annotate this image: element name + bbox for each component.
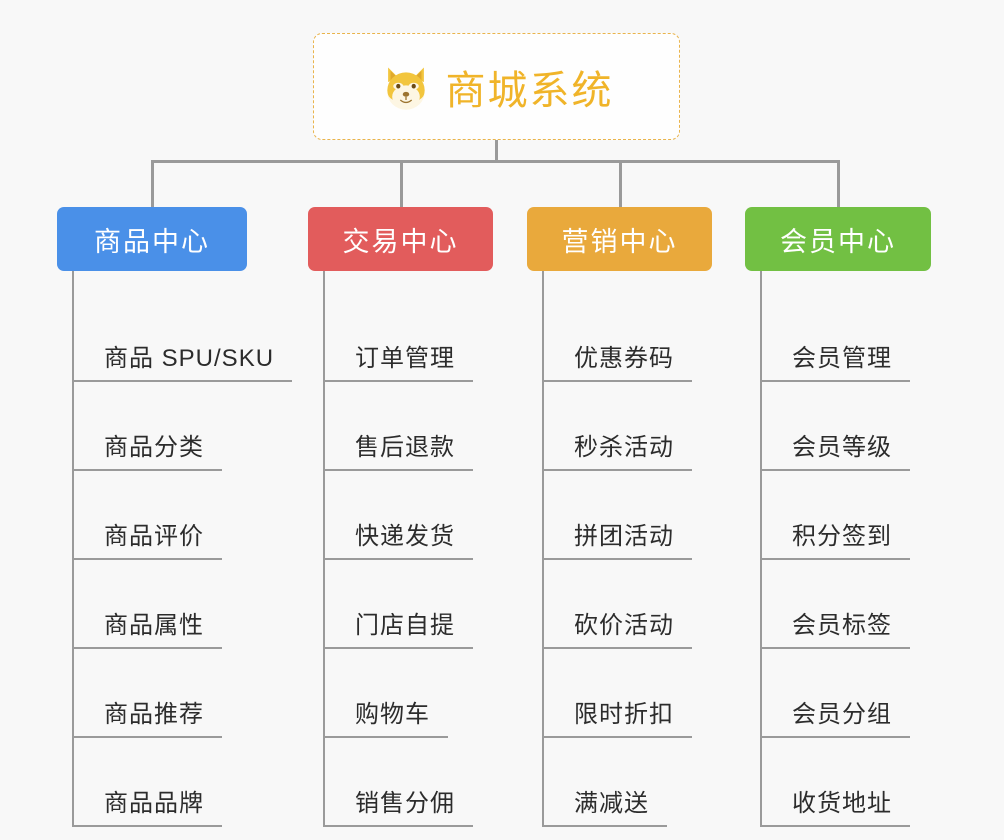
leaf-item[interactable]: 商品 SPU/SKU: [72, 293, 293, 382]
leaf-item[interactable]: 会员等级: [760, 382, 931, 471]
leaf-item[interactable]: 积分签到: [760, 471, 931, 560]
leaf-label: 商品分类: [104, 434, 204, 461]
connector-horizontal-bar: [152, 160, 840, 163]
leaf-label: 限时折扣: [574, 701, 674, 728]
leaf-item[interactable]: 商品评价: [72, 471, 247, 560]
leaf-label: 拼团活动: [574, 523, 674, 550]
branch-body-1: 商品 SPU/SKU 商品分类 商品评价 商品属性 商品推荐 商品品牌: [72, 271, 293, 827]
branch-header-label-2: 交易中心: [342, 226, 459, 257]
branch-body-4: 会员管理 会员等级 积分签到 会员标签 会员分组 收货地址: [760, 271, 931, 827]
leaf-item[interactable]: 会员管理: [760, 293, 931, 382]
connector-drop-3: [619, 160, 622, 208]
connector-root-stem: [495, 140, 498, 162]
branch-header-1[interactable]: 商品中心: [57, 207, 247, 271]
branch-header-4[interactable]: 会员中心: [745, 207, 931, 271]
leaf-item[interactable]: 商品分类: [72, 382, 247, 471]
leaf-item[interactable]: 商品属性: [72, 560, 247, 649]
connector-drop-4: [837, 160, 840, 208]
branch-body-2: 订单管理 售后退款 快递发货 门店自提 购物车 销售分佣: [323, 271, 493, 827]
branch-header-3[interactable]: 营销中心: [527, 207, 712, 271]
leaf-item[interactable]: 商品推荐: [72, 649, 247, 738]
leaf-label: 商品推荐: [104, 701, 204, 728]
leaf-item[interactable]: 商品品牌: [72, 738, 247, 827]
leaf-label: 会员标签: [792, 612, 892, 639]
leaf-item[interactable]: 拼团活动: [542, 471, 712, 560]
leaf-item[interactable]: 满减送: [542, 738, 712, 827]
leaf-label: 售后退款: [355, 434, 455, 461]
branch-header-label-1: 商品中心: [94, 226, 210, 257]
leaf-label: 满减送: [574, 790, 649, 817]
leaf-label: 购物车: [355, 701, 430, 728]
branch-header-2[interactable]: 交易中心: [308, 207, 493, 271]
leaf-label: 积分签到: [792, 523, 892, 550]
leaf-item[interactable]: 购物车: [323, 649, 493, 738]
leaf-item[interactable]: 会员分组: [760, 649, 931, 738]
leaf-item[interactable]: 快递发货: [323, 471, 493, 560]
branch-column-4: 会员中心 会员管理 会员等级 积分签到 会员标签 会员分组 收货地址: [745, 207, 931, 827]
leaf-label: 收货地址: [792, 790, 892, 817]
leaf-item[interactable]: 优惠券码: [542, 293, 712, 382]
leaf-item[interactable]: 限时折扣: [542, 649, 712, 738]
root-title: 商城系统: [445, 68, 614, 113]
leaf-label: 销售分佣: [355, 790, 455, 817]
leaf-item[interactable]: 订单管理: [323, 293, 493, 382]
branch-column-1: 商品中心 商品 SPU/SKU 商品分类 商品评价 商品属性 商品推荐 商品品牌: [57, 207, 293, 827]
leaf-label: 会员等级: [792, 434, 892, 461]
leaf-item[interactable]: 收货地址: [760, 738, 931, 827]
leaf-label: 门店自提: [355, 612, 455, 639]
leaf-label: 快递发货: [355, 523, 455, 550]
leaf-item[interactable]: 秒杀活动: [542, 382, 712, 471]
leaf-label: 会员分组: [792, 701, 892, 728]
leaf-label: 砍价活动: [574, 612, 674, 639]
connector-drop-2: [400, 160, 403, 208]
branch-column-3: 营销中心 优惠券码 秒杀活动 拼团活动 砍价活动 限时折扣 满减送: [527, 207, 712, 827]
leaf-item[interactable]: 售后退款: [323, 382, 493, 471]
leaf-label: 秒杀活动: [574, 434, 674, 461]
leaf-label: 优惠券码: [574, 345, 674, 372]
branch-body-3: 优惠券码 秒杀活动 拼团活动 砍价活动 限时折扣 满减送: [542, 271, 712, 827]
leaf-item[interactable]: 砍价活动: [542, 560, 712, 649]
root-node[interactable]: 商城系统: [313, 33, 680, 140]
leaf-label: 商品 SPU/SKU: [104, 345, 275, 372]
branch-header-label-4: 会员中心: [780, 226, 896, 257]
leaf-label: 会员管理: [792, 345, 892, 372]
leaf-label: 商品属性: [104, 612, 204, 639]
leaf-label: 商品品牌: [104, 790, 204, 817]
leaf-label: 商品评价: [104, 523, 204, 550]
connector-drop-1: [151, 160, 154, 208]
leaf-item[interactable]: 销售分佣: [323, 738, 493, 827]
shiba-dog-face-icon: [380, 61, 432, 113]
leaf-label: 订单管理: [355, 345, 455, 372]
leaf-item[interactable]: 门店自提: [323, 560, 493, 649]
leaf-item[interactable]: 会员标签: [760, 560, 931, 649]
branch-header-label-3: 营销中心: [561, 226, 678, 257]
branch-column-2: 交易中心 订单管理 售后退款 快递发货 门店自提 购物车 销售分佣: [308, 207, 493, 827]
